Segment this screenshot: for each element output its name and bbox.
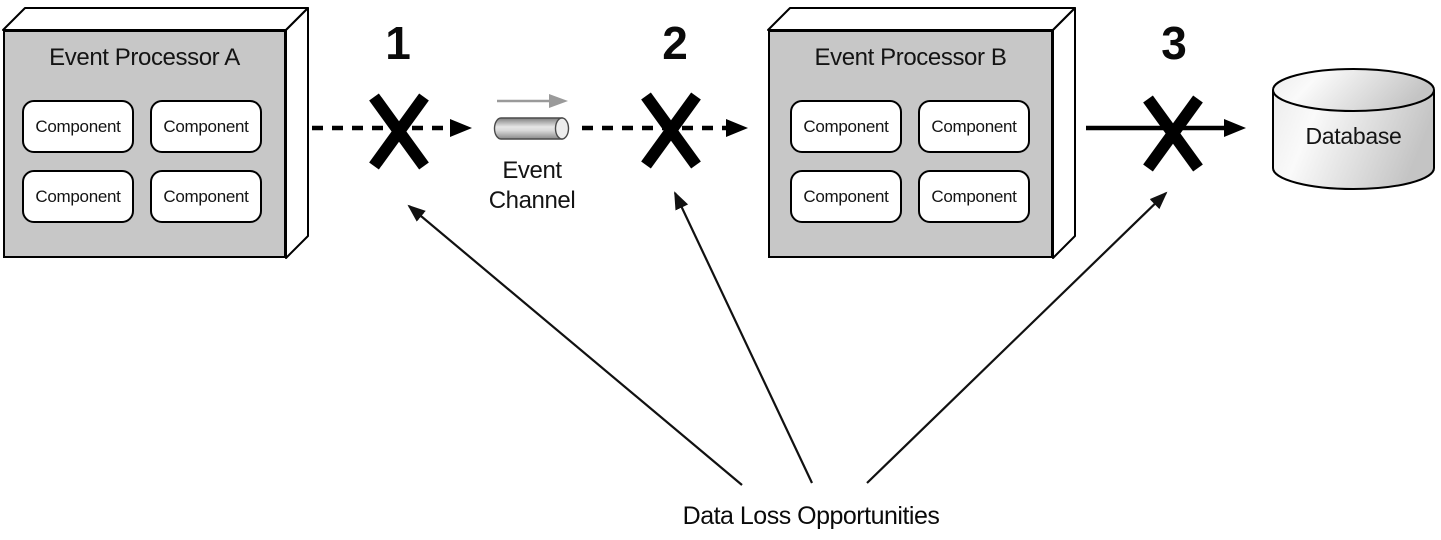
processor-b-3d-faces (767, 7, 1076, 259)
flow-arrow-1 (312, 119, 472, 137)
processor-a-title: Event Processor A (49, 44, 240, 71)
x-mark-3-icon (1143, 95, 1203, 172)
loss-point-number-2: 2 (662, 17, 688, 69)
x-mark-1-icon (369, 93, 429, 170)
loss-point-number-1: 1 (385, 17, 411, 69)
component-box: Component (22, 170, 134, 223)
event-channel-label: Event Channel (458, 156, 606, 216)
component-box: Component (918, 170, 1030, 223)
diagram-caption: Data Loss Opportunities (682, 502, 940, 530)
database-label: Database (1305, 123, 1402, 149)
x-mark-2-icon (641, 92, 701, 169)
event-channel-label-line2: Channel (488, 187, 576, 214)
processor-b-title: Event Processor B (814, 44, 1007, 71)
component-box: Component (918, 100, 1030, 153)
loss-point-number-3: 3 (1161, 17, 1187, 69)
component-box: Component (150, 100, 262, 153)
component-box: Component (22, 100, 134, 153)
flow-arrow-2 (582, 119, 748, 137)
caption-pointer-arrows (407, 191, 1168, 486)
component-box: Component (790, 170, 902, 223)
flow-arrow-3 (1086, 119, 1246, 137)
channel-direction-arrow-icon (549, 94, 568, 108)
component-box: Component (150, 170, 262, 223)
event-channel-label-line1: Event (502, 157, 562, 184)
database-cylinder-icon (1272, 68, 1435, 190)
component-box: Component (790, 100, 902, 153)
processor-a-3d-faces (2, 7, 309, 259)
event-channel-icon (493, 94, 570, 140)
